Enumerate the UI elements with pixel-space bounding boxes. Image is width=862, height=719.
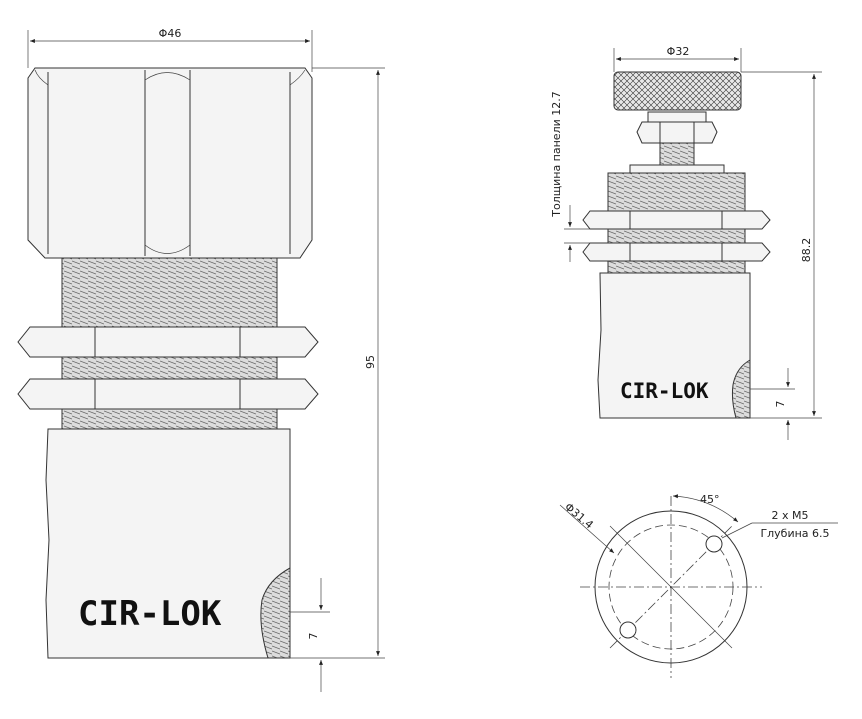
left-width-dim: Φ46 [159,27,182,40]
right-thread-upper [607,172,746,212]
bottom-circle-dim-line [559,504,615,554]
right-body [597,272,751,419]
left-height-dim: 95 [364,355,377,369]
left-view: CIR-LOK Φ46 95 7 [17,27,385,692]
right-view: CIR-LOK Φ32 88.2 7 Толщина панели 12.7 [550,45,822,440]
left-thread-upper [61,257,278,329]
bottom-hole-2 [619,621,637,639]
bottom-hole-1 [705,535,723,553]
right-side-port [731,359,751,419]
right-panel-nut-1 [582,210,771,230]
left-hex-nut [27,67,313,259]
right-stem [659,142,695,166]
right-height-dim: 88.2 [800,238,813,263]
bottom-angle-dim: 45° [700,493,720,506]
bottom-hole-spec-2: Глубина 6.5 [760,527,829,540]
left-side-port [260,567,291,659]
left-body [45,428,291,659]
right-logo: CIR-LOK [620,379,709,403]
bottom-angle-arc [672,494,739,523]
right-knurled-knob [613,71,742,111]
right-bonnet [629,164,725,174]
left-panel-nut-1 [17,326,319,358]
left-panel-nut-2 [17,378,319,410]
bottom-circle-dim: Φ31.4 [562,500,596,531]
right-small-hex [636,121,718,144]
bottom-hole-spec-1: 2 x M5 [772,509,809,522]
left-port-dim: 7 [307,633,320,640]
left-logo: CIR-LOK [78,594,222,634]
right-panel-nut-2 [582,242,771,262]
right-knob-dim: Φ32 [667,45,690,58]
left-thread-middle [61,356,278,380]
bottom-view: Φ31.4 45° 2 x M5 Глубина 6.5 [559,493,838,678]
right-panel-label: Толщина панели 12.7 [550,91,563,217]
right-port-dim: 7 [774,401,787,408]
left-thread-lower [61,408,278,430]
